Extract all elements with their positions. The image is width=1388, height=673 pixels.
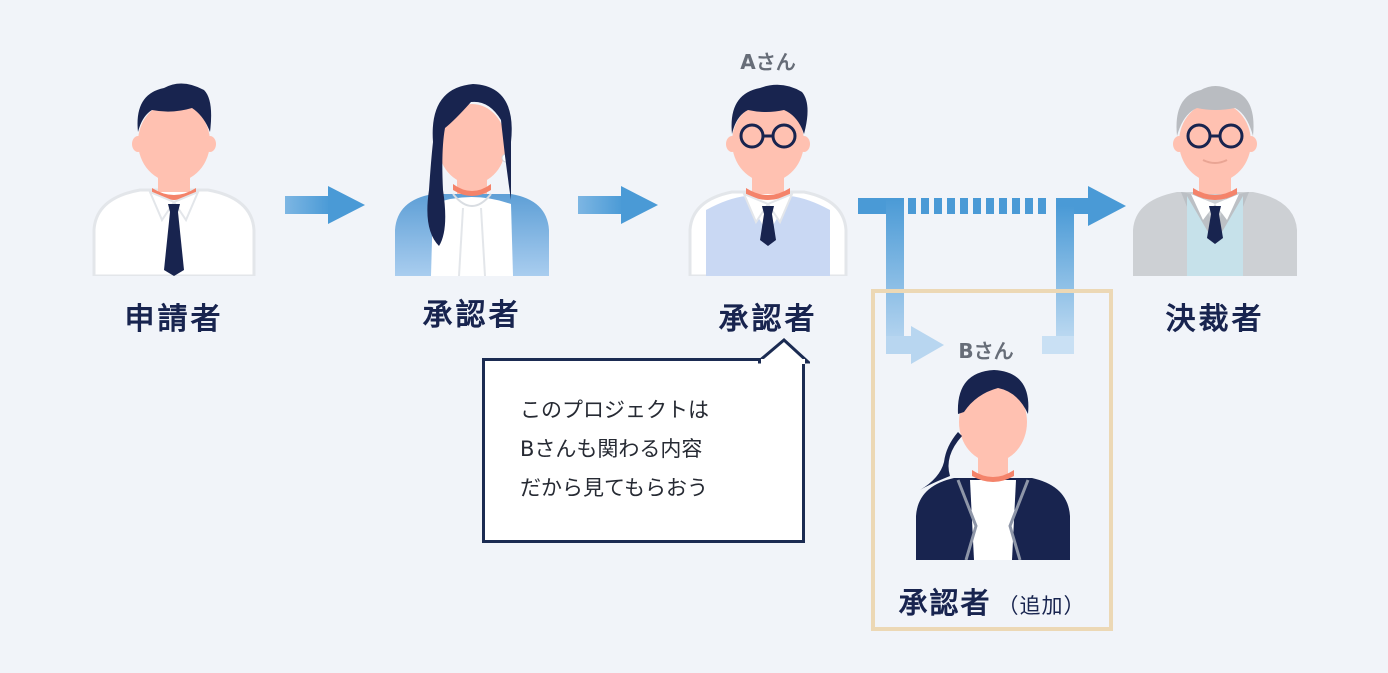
arrow-down-branch bbox=[886, 198, 944, 364]
person-name-b: Bさん bbox=[958, 339, 1014, 363]
added-approver-role: 承認者 bbox=[898, 586, 992, 620]
role-label-added-approver: 承認者（追加） bbox=[873, 580, 1111, 622]
speech-line: Bさんも関わる内容 bbox=[520, 437, 703, 461]
speech-bubble-tail bbox=[758, 338, 810, 364]
senior-male-glasses-icon bbox=[1133, 86, 1297, 276]
male-glasses-employee-icon bbox=[688, 84, 848, 276]
added-approver-suffix: （追加） bbox=[997, 594, 1086, 618]
arrow-right-icon bbox=[285, 186, 365, 224]
speech-bubble-text: このプロジェクトは Bさんも関わる内容 だから見てもらおう bbox=[520, 391, 709, 508]
role-label-approver: 承認者 bbox=[422, 298, 522, 333]
speech-line: だから見てもらおう bbox=[520, 476, 708, 500]
role-label-decider: 決裁者 bbox=[1165, 302, 1265, 337]
arrow-right-icon bbox=[578, 186, 658, 224]
female-employee-icon bbox=[395, 84, 549, 276]
arrow-up-branch bbox=[1042, 206, 1074, 354]
added-approver-frame bbox=[871, 289, 1113, 631]
male-employee-icon bbox=[92, 83, 256, 276]
female-suit-employee-icon bbox=[916, 370, 1070, 560]
person-name-a: Aさん bbox=[740, 50, 796, 74]
speech-line: このプロジェクトは bbox=[520, 398, 709, 422]
role-label-applicant: 申請者 bbox=[124, 302, 224, 337]
speech-bubble: このプロジェクトは Bさんも関わる内容 だから見てもらおう bbox=[482, 358, 805, 543]
role-label-approver-a: 承認者 bbox=[718, 302, 818, 337]
